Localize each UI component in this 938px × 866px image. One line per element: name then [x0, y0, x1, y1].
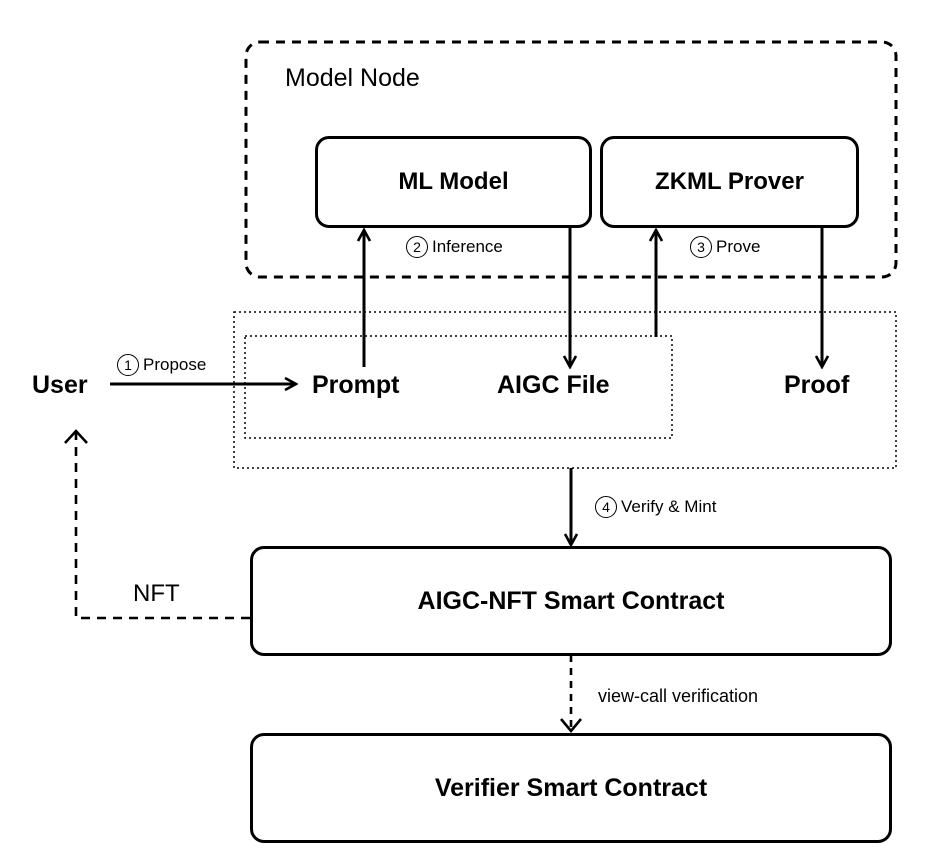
step-1-badge: 1 [117, 354, 139, 376]
step-1-text: Propose [143, 355, 207, 374]
view-call-label: view-call verification [598, 686, 759, 706]
step-inference-label: 2 Inference [406, 236, 503, 258]
ml-model-label: ML Model [398, 168, 509, 195]
aigc-nft-contract-box: AIGC-NFT Smart Contract [250, 546, 892, 656]
model-node-boundary [244, 40, 898, 279]
step-verify-mint-label: 4 Verify & Mint [595, 496, 716, 518]
model-node-title: Model Node [285, 64, 420, 92]
verifier-contract-box: Verifier Smart Contract [250, 733, 892, 843]
aigc-nft-contract-label: AIGC-NFT Smart Contract [417, 586, 725, 615]
nft-label: NFT [133, 580, 180, 607]
prompt-label: Prompt [312, 371, 400, 399]
nft-return-arrowhead [64, 429, 88, 444]
zkml-prover-label: ZKML Prover [655, 168, 804, 195]
step-prove-label: 3 Prove [690, 236, 760, 258]
zkml-prover-box: ZKML Prover [600, 136, 859, 228]
ml-model-box: ML Model [315, 136, 592, 228]
view-call-arrowhead [560, 718, 582, 734]
step-3-text: Prove [716, 237, 761, 256]
step-2-text: Inference [432, 237, 503, 256]
step-2-badge: 2 [406, 236, 428, 258]
artifact-group-boundary-outer [233, 311, 897, 469]
aigc-file-label: AIGC File [497, 371, 610, 399]
step-3-badge: 3 [690, 236, 712, 258]
proof-label: Proof [784, 371, 850, 399]
verifier-contract-label: Verifier Smart Contract [434, 773, 708, 802]
user-label: User [32, 371, 88, 399]
step-propose-label: 1 Propose [117, 354, 206, 376]
step-4-badge: 4 [595, 496, 617, 518]
artifact-group-boundary-inner [244, 335, 673, 439]
step-4-text: Verify & Mint [621, 497, 717, 516]
